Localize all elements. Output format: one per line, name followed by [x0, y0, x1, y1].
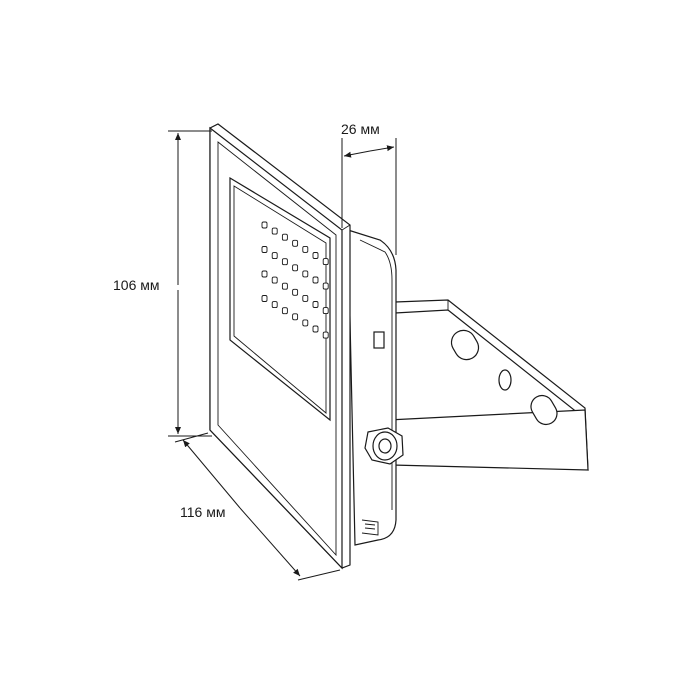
led-chip [261, 270, 268, 278]
led-chip [281, 307, 288, 315]
led-chip [292, 313, 299, 321]
led-chip [281, 258, 288, 266]
bracket-slot-upper [450, 329, 480, 361]
led-chip [312, 252, 319, 259]
led-chip [261, 246, 268, 253]
led-chip [322, 282, 329, 290]
height-label: 106 мм [113, 277, 160, 293]
mounting-bracket [378, 299, 589, 471]
led-chip [271, 252, 278, 260]
led-chip [271, 227, 278, 235]
led-chip [271, 276, 278, 284]
led-grid [261, 221, 329, 339]
led-chip [322, 331, 329, 339]
width-dimension [174, 432, 341, 581]
led-chip [312, 276, 319, 284]
led-chip [302, 245, 309, 253]
led-chip [322, 307, 329, 315]
height-dimension [168, 130, 212, 437]
width-label: 116 мм [180, 504, 225, 520]
led-panel [229, 176, 331, 422]
led-chip [312, 301, 319, 308]
rear-housing [347, 229, 397, 546]
led-chip [312, 325, 319, 333]
led-chip [271, 301, 278, 309]
led-chip [281, 233, 288, 241]
led-chip [322, 258, 329, 266]
led-chip [292, 288, 299, 296]
adjustment-bolt [364, 427, 404, 465]
led-chip [281, 282, 288, 290]
led-chip [292, 264, 299, 272]
depth-label: 26 мм [341, 121, 380, 137]
led-chip [292, 239, 299, 247]
bracket-hole [498, 369, 512, 391]
led-chip [261, 221, 268, 229]
bracket-slot-lower [530, 394, 558, 426]
led-chip [261, 295, 268, 302]
led-chip [302, 270, 309, 278]
depth-dimension [341, 138, 397, 255]
led-chip [302, 294, 309, 302]
led-chip [302, 319, 309, 327]
